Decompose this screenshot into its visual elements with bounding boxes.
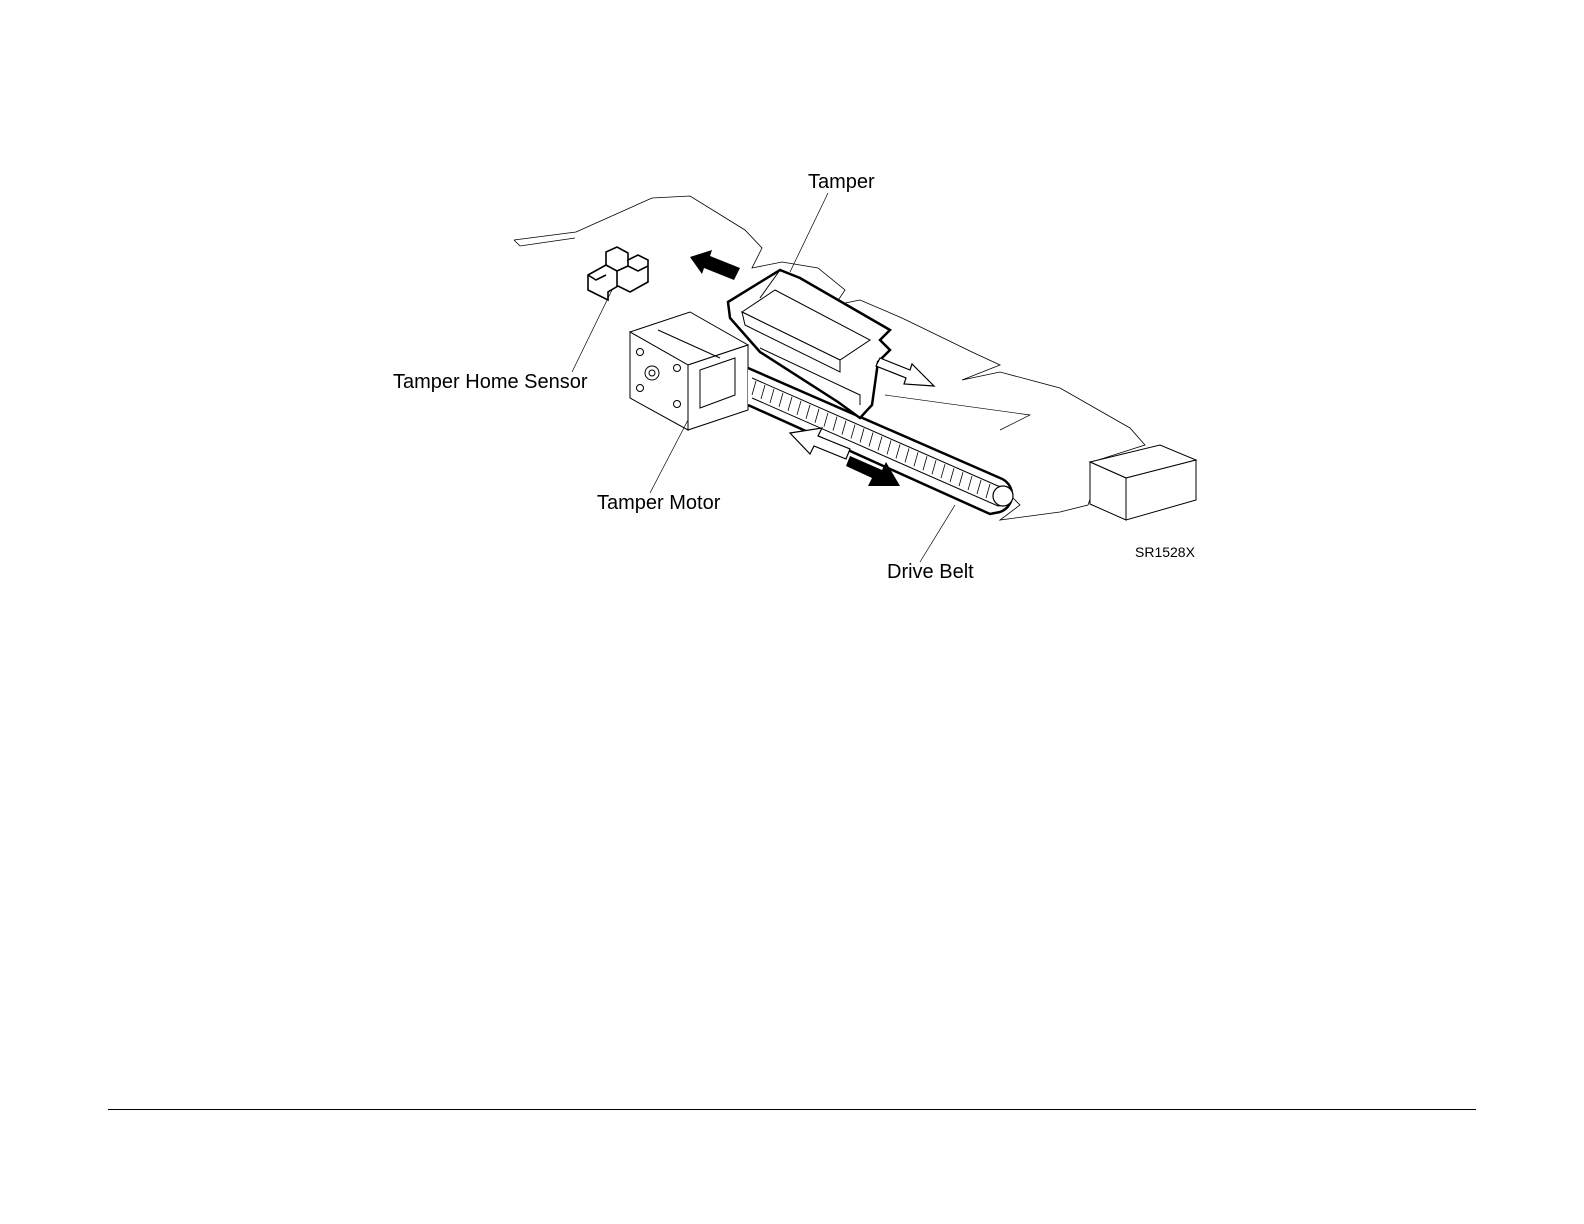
label-tamper: Tamper (808, 172, 875, 192)
leader-drive-belt (920, 505, 955, 562)
arrow-black-upper (690, 250, 740, 280)
arrow-white-right (876, 358, 934, 386)
leader-tamper (790, 193, 828, 272)
tamper-motor (630, 312, 748, 430)
drive-belt (748, 368, 1013, 514)
end-block (1090, 445, 1196, 520)
leader-tamper-home-sensor (572, 290, 612, 372)
footer-rule (108, 1109, 1476, 1110)
tamper-home-sensor (588, 247, 648, 300)
label-tamper-home-sensor: Tamper Home Sensor (393, 372, 588, 392)
label-drive-belt: Drive Belt (887, 562, 974, 582)
label-tamper-motor: Tamper Motor (597, 493, 720, 513)
leader-tamper-motor (650, 420, 688, 493)
figure-code: SR1528X (1135, 545, 1195, 559)
